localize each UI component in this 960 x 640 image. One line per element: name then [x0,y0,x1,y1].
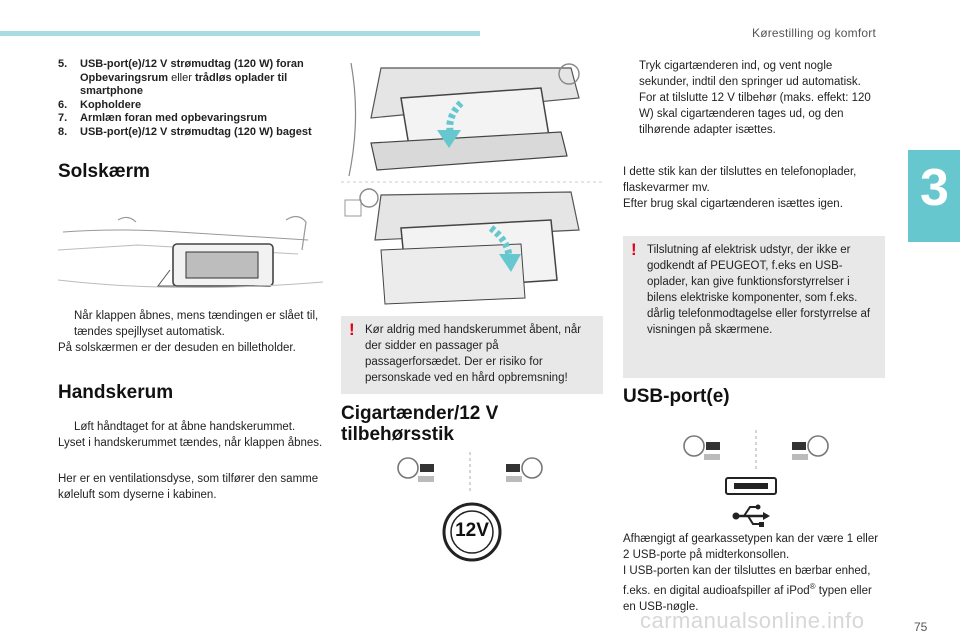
list-item: 8.USB-port(e)/12 V strømudtag (120 W) ba… [58,125,312,138]
list-item: 7.Armlæn foran med opbevaringsrum [58,112,268,124]
column-left: 5.USB-port(e)/12 V strømudtag (120 W) fo… [58,58,323,182]
instruction-bullet: Tryk cigartænderen ind, og vent nogle se… [639,60,861,88]
lighter-location-icons [397,452,543,492]
feature-list: 5.USB-port(e)/12 V strømudtag (120 W) fo… [58,58,323,139]
section-title-cigar-lighter: Cigartænder/12 V tilbehørsstik [341,403,499,445]
usb-section: USB-port(e) [623,386,885,407]
section-title-glovebox: Handskerum [58,382,174,403]
glovebox-open-illustration-bottom [341,181,603,305]
glovebox-open-illustration-top [348,62,580,177]
column-middle: Cigartænder/12 V tilbehørsstik [341,403,603,445]
sun-visor-illustration [58,215,323,289]
warning-icon: ! [349,320,355,339]
instruction-bullet: Når klappen åbnes, mens tændingen er slå… [74,310,319,338]
instruction-bullet: Løft håndtaget for at åbne handskerummet… [74,421,296,433]
warning-icon: ! [631,240,637,259]
page-header-title: Kørestilling og komfort [752,26,876,40]
glovebox-warning-box: ! Kør aldrig med handskerummet åbent, nå… [341,316,603,394]
electrical-warning-box: ! Tilslutning af elektrisk udstyr, der i… [623,236,885,378]
usb-text: Afhængigt af gearkassetypen kan der være… [623,533,879,613]
12v-socket-icon [442,502,502,562]
sun-visor-text: Når klappen åbnes, mens tændingen er slå… [58,310,323,501]
chapter-tab: 3 [908,150,960,242]
section-title-sun-visor: Solskærm [58,161,150,182]
header-accent-bar [0,31,480,36]
page-number: 75 [914,620,928,634]
column-right: Tryk cigartænderen ind, og vent nogle se… [623,58,885,212]
section-title-usb: USB-port(e) [623,386,730,407]
list-item: 5.USB-port(e)/12 V strømudtag (120 W) fo… [58,58,304,97]
12v-socket-label: 12V [455,520,489,541]
usb-port-icon [725,477,777,527]
instruction-bullet: For at tilslutte 12 V tilbehør (maks. ef… [639,92,871,136]
list-item: 6.Kopholdere [58,98,142,111]
chapter-number: 3 [920,159,949,217]
watermark: carmanualsonline.info [640,608,865,633]
usb-location-icons [683,430,829,470]
